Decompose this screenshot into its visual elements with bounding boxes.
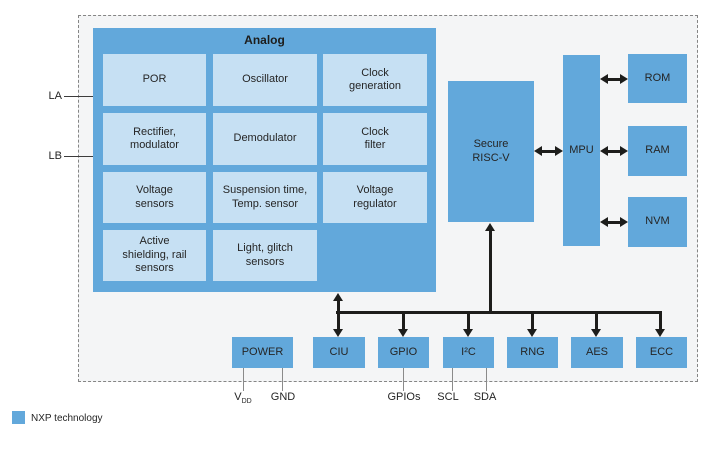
cpu-block-secure-riscv: Secure RISC-V: [448, 81, 534, 222]
memory-block-nvm: NVM: [628, 197, 687, 247]
la-pad-line: [64, 96, 93, 97]
pin-label-gnd: GND: [270, 391, 296, 403]
peripheral-power: POWER: [232, 337, 293, 368]
pin-label-scl: SCL: [437, 391, 459, 403]
pin-label-vdd: VDD: [234, 391, 252, 406]
lb-pad-line: [64, 156, 93, 157]
legend-label: NXP technology: [31, 413, 103, 424]
memory-block-ram: RAM: [628, 126, 687, 176]
analog-block-voltage-regulator: Voltage regulator: [323, 172, 427, 223]
analog-block-light-glitch-sensors: Light, glitch sensors: [213, 230, 317, 281]
nxp-blue-swatch: [12, 411, 25, 424]
peripheral-ecc: ECC: [636, 337, 687, 368]
analog-block-active-shielding-rail-sensors: Active shielding, rail sensors: [103, 230, 206, 281]
peripheral-rng: RNG: [507, 337, 558, 368]
peripheral-bus-line: [336, 311, 662, 314]
analog-block-oscillator: Oscillator: [213, 54, 317, 106]
gnd-pin-line: [282, 368, 283, 391]
analog-domain-title: Analog: [244, 33, 285, 47]
pin-label-sda: SDA: [473, 391, 497, 403]
peripheral-aes: AES: [571, 337, 623, 368]
memory-block-rom: ROM: [628, 54, 687, 103]
analog-block-clock-filter: Clock filter: [323, 113, 427, 165]
analog-block-suspension-temp-sensor: Suspension time, Temp. sensor: [213, 172, 317, 223]
mpu-block: MPU: [563, 55, 600, 246]
analog-block-clock-generation: Clock generation: [323, 54, 427, 106]
pin-label-gpios: GPIOs: [387, 391, 421, 403]
analog-block-rectifier-modulator: Rectifier, modulator: [103, 113, 206, 165]
vdd-pin-line: [243, 368, 244, 391]
analog-block-demodulator: Demodulator: [213, 113, 317, 165]
analog-block-por: POR: [103, 54, 206, 106]
analog-block-voltage-sensors: Voltage sensors: [103, 172, 206, 223]
gpio-pin-line: [403, 368, 404, 391]
lb-pad-label: LB: [48, 150, 62, 162]
la-pad-label: LA: [48, 90, 62, 102]
scl-pin-line: [452, 368, 453, 391]
sda-pin-line: [486, 368, 487, 391]
peripheral-gpio: GPIO: [378, 337, 429, 368]
peripheral-i2c: I²C: [443, 337, 494, 368]
peripheral-ciu: CIU: [313, 337, 365, 368]
